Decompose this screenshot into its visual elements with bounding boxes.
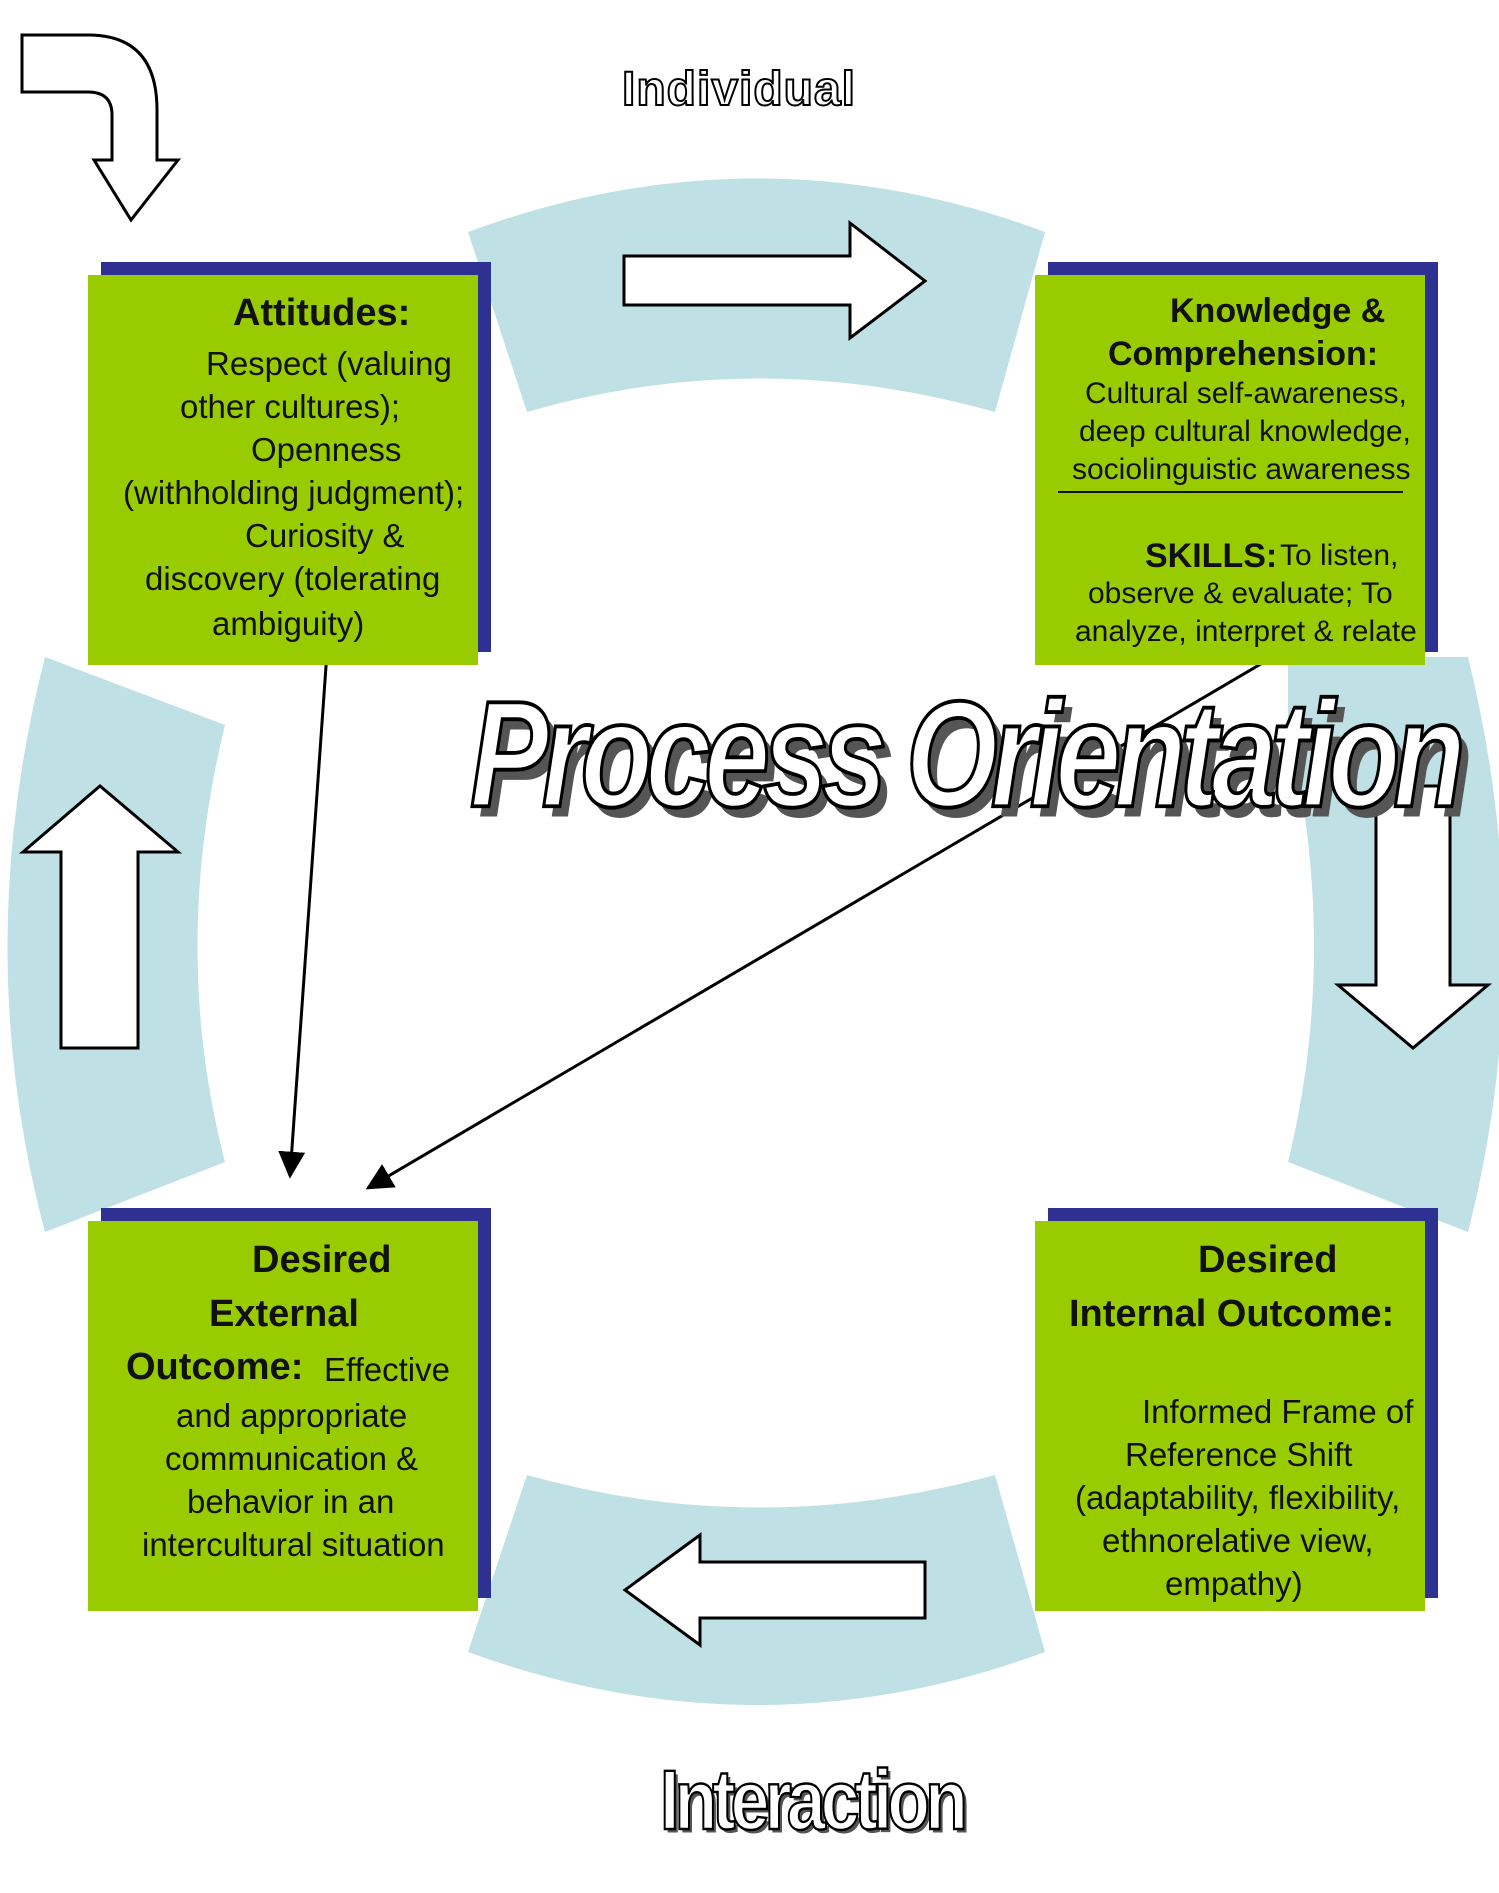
attitudes-heading: Attitudes: (233, 292, 411, 334)
internal-box: Desired Internal Outcome: Informed Frame… (1035, 1221, 1425, 1611)
knowledge-line: Cultural self-awareness, (1085, 377, 1407, 410)
interaction-label: Interaction (659, 1752, 969, 1848)
external-heading: External (209, 1293, 359, 1335)
internal-heading: Desired (1198, 1239, 1338, 1281)
internal-line: ethnorelative view, (1102, 1522, 1374, 1559)
external-heading: Outcome: (126, 1346, 304, 1388)
external-heading: Desired (252, 1239, 392, 1281)
knowledge-divider (1058, 491, 1403, 493)
down-arrow-icon (1333, 784, 1493, 1050)
skills-to-external-connector (365, 636, 1306, 1190)
external-line: behavior in an (187, 1483, 395, 1520)
attitudes-to-external-connector (278, 637, 330, 1179)
external-line: communication & (165, 1440, 419, 1477)
external-line: Effective (324, 1351, 450, 1388)
attitudes-box: Attitudes: Respect (valuing other cultur… (88, 275, 478, 665)
attitudes-line: ambiguity) (212, 605, 365, 642)
internal-line: empathy) (1165, 1565, 1303, 1602)
skills-label: SKILLS: (1145, 537, 1278, 575)
attitudes-line: Respect (valuing (206, 345, 452, 382)
skills-line: observe & evaluate; To (1088, 577, 1393, 610)
external-line: and appropriate (176, 1397, 408, 1434)
left-arrow-icon (622, 1532, 927, 1648)
knowledge-line: deep cultural knowledge, (1079, 415, 1411, 448)
knowledge-heading: Comprehension: (1108, 335, 1379, 373)
internal-line: Reference Shift (1125, 1436, 1353, 1473)
start-curved-arrow-icon (20, 33, 182, 223)
knowledge-line: sociolinguistic awareness (1072, 453, 1411, 486)
attitudes-line: Curiosity & (245, 517, 405, 554)
process-orientation-title: Process Orientation (468, 669, 1466, 842)
attitudes-line: Openness (251, 431, 402, 468)
internal-heading: Internal Outcome: (1069, 1293, 1395, 1335)
attitudes-line: other cultures); (180, 388, 401, 425)
external-line: intercultural situation (142, 1526, 445, 1563)
knowledge-heading: Knowledge & (1170, 292, 1386, 330)
skills-line: analyze, interpret & relate (1075, 615, 1417, 648)
knowledge-box: Knowledge & Comprehension: Cultural self… (1035, 275, 1425, 665)
attitudes-line: discovery (tolerating (145, 560, 441, 597)
right-arrow-icon (622, 219, 928, 342)
up-arrow-icon (18, 784, 183, 1050)
internal-line: (adaptability, flexibility, (1075, 1479, 1401, 1516)
attitudes-line: (withholding judgment); (123, 474, 465, 511)
individual-label: Individual (621, 62, 857, 117)
skills-line: To listen, (1280, 539, 1399, 572)
internal-line: Informed Frame of (1142, 1393, 1414, 1430)
external-box: Desired External Outcome: Effective and … (88, 1221, 478, 1611)
